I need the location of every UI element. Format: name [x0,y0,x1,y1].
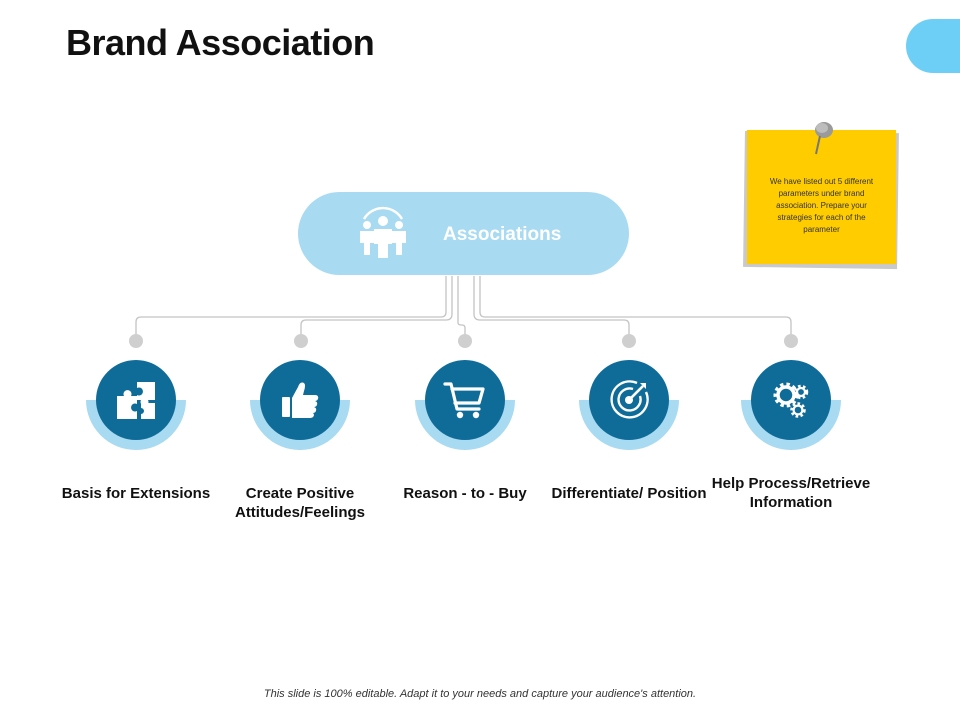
node-disc [260,360,340,440]
target-icon [610,380,649,419]
sticky-note: We have listed out 5 different parameter… [747,130,896,264]
node-disc [96,360,176,440]
hub-label: Associations [443,224,562,245]
node-help-process-retrieve [741,360,841,460]
thumbs-up-icon [282,382,319,418]
node-label: Basis for Extensions [61,485,211,502]
node-label: Differentiate/ Position [551,485,707,502]
node-disc [589,360,669,440]
gears-icon [773,382,809,418]
associations-hub: Associations [298,192,629,275]
node-reason-to-buy [415,360,515,460]
node-label: Create Positive Attitudes/Feelings [234,485,365,521]
node-disc [425,360,505,440]
pushpin-icon [815,122,833,155]
footer-note: This slide is 100% editable. Adapt it to… [263,688,697,700]
people-group-icon [360,206,406,258]
corner-accent-tab [906,19,960,73]
puzzle-icon [117,382,155,419]
node-disc [751,360,831,440]
node-differentiate-position [579,360,679,460]
node-create-positive-attitudes [250,360,350,460]
node-basis-for-extensions [86,360,186,460]
node-label: Help Process/Retrieve Information [711,475,871,511]
node-label: Reason - to - Buy [403,485,527,502]
sticky-note-text: We have listed out 5 different parameter… [769,177,874,234]
slide-title: Brand Association [66,22,375,63]
shopping-cart-icon [443,382,485,419]
